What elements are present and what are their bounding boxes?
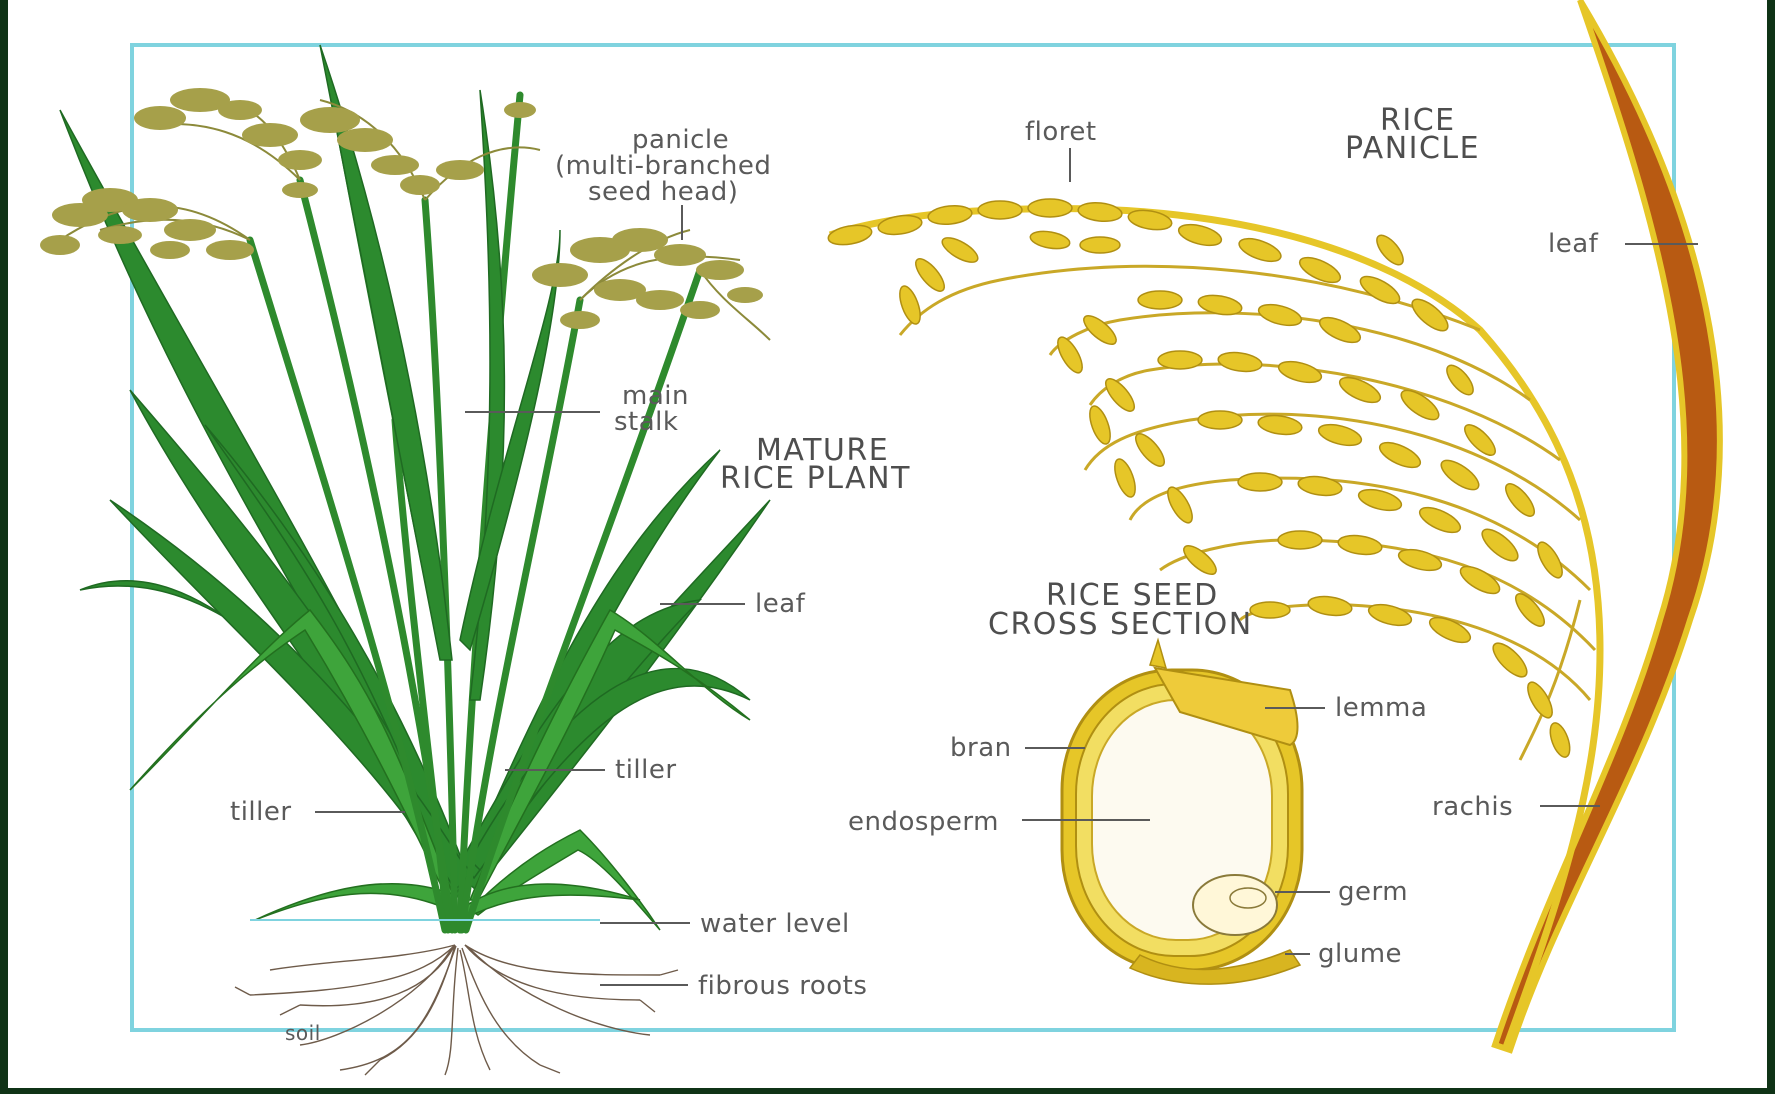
label-germ: germ <box>1338 877 1408 907</box>
label-main-stalk-line2: stalk <box>614 407 678 437</box>
label-endosperm: endosperm <box>848 807 999 837</box>
label-leaf-plant: leaf <box>755 589 806 619</box>
label-floret: floret <box>1025 117 1097 147</box>
label-fibrous-roots: fibrous roots <box>698 971 867 1001</box>
label-soil: soil <box>285 1021 321 1045</box>
plant-title-line2: RICE PLANT <box>720 461 911 496</box>
label-rachis: rachis <box>1432 792 1513 822</box>
label-leaf-panicle: leaf <box>1548 229 1599 259</box>
seed-title-line2: CROSS SECTION <box>988 607 1253 642</box>
panicle-title-line2: PANICLE <box>1345 131 1480 166</box>
label-lemma: lemma <box>1335 693 1427 723</box>
label-panicle-line3: seed head) <box>588 177 738 207</box>
label-water-level: water level <box>700 909 850 939</box>
label-glume: glume <box>1318 939 1402 969</box>
label-tiller-left: tiller <box>230 797 292 827</box>
label-bran: bran <box>950 733 1012 763</box>
label-tiller-right: tiller <box>615 755 677 785</box>
